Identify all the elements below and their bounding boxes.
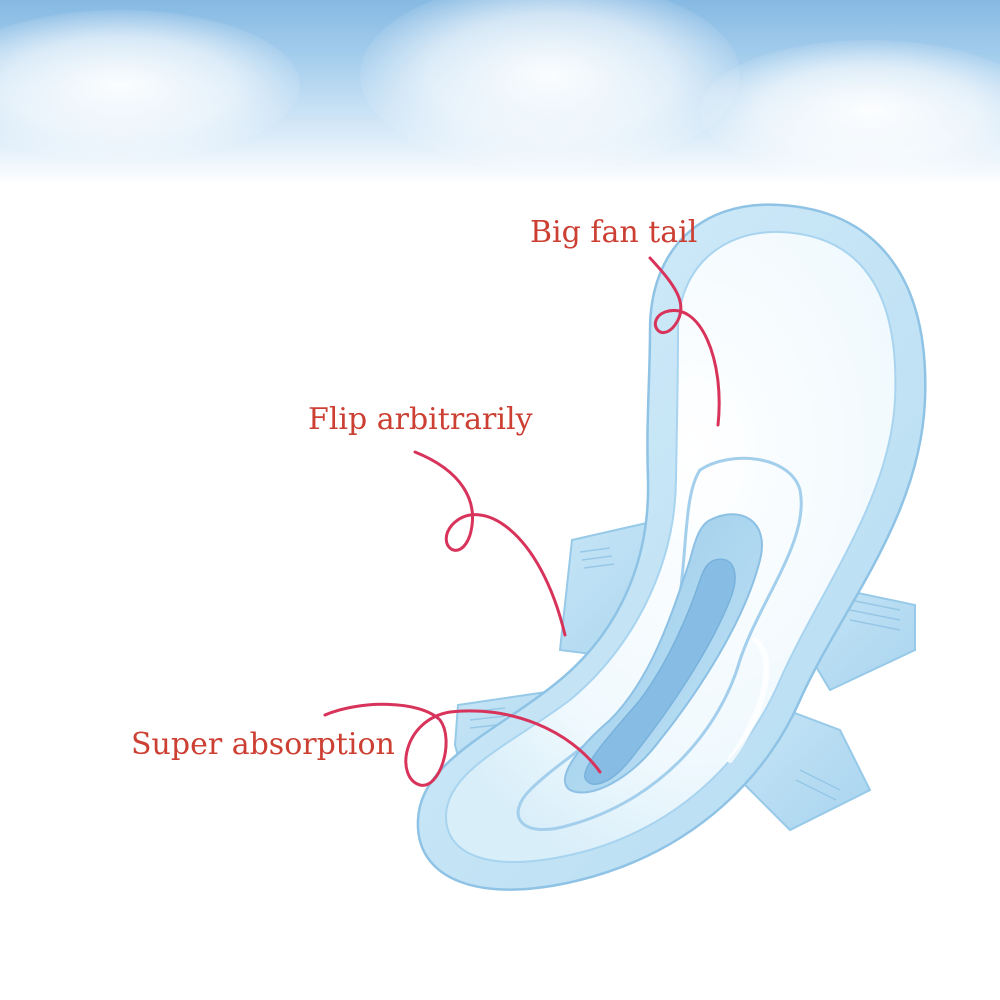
cloud-right bbox=[700, 40, 1000, 180]
callout-flip-arbitrarily: Flip arbitrarily bbox=[308, 402, 533, 437]
callout-big-fan-tail: Big fan tail bbox=[530, 215, 698, 250]
leader-line-flip bbox=[413, 450, 567, 637]
callout-super-absorption: Super absorption bbox=[131, 727, 395, 762]
leader-line-absorption bbox=[323, 702, 602, 787]
pad-top-surface bbox=[444, 230, 897, 863]
cloud-middle bbox=[360, 0, 740, 170]
pad-core-channel bbox=[584, 558, 736, 785]
cloud-left bbox=[0, 10, 300, 160]
pad-highlight bbox=[727, 637, 770, 763]
leader-line-fan-tail bbox=[648, 256, 721, 427]
